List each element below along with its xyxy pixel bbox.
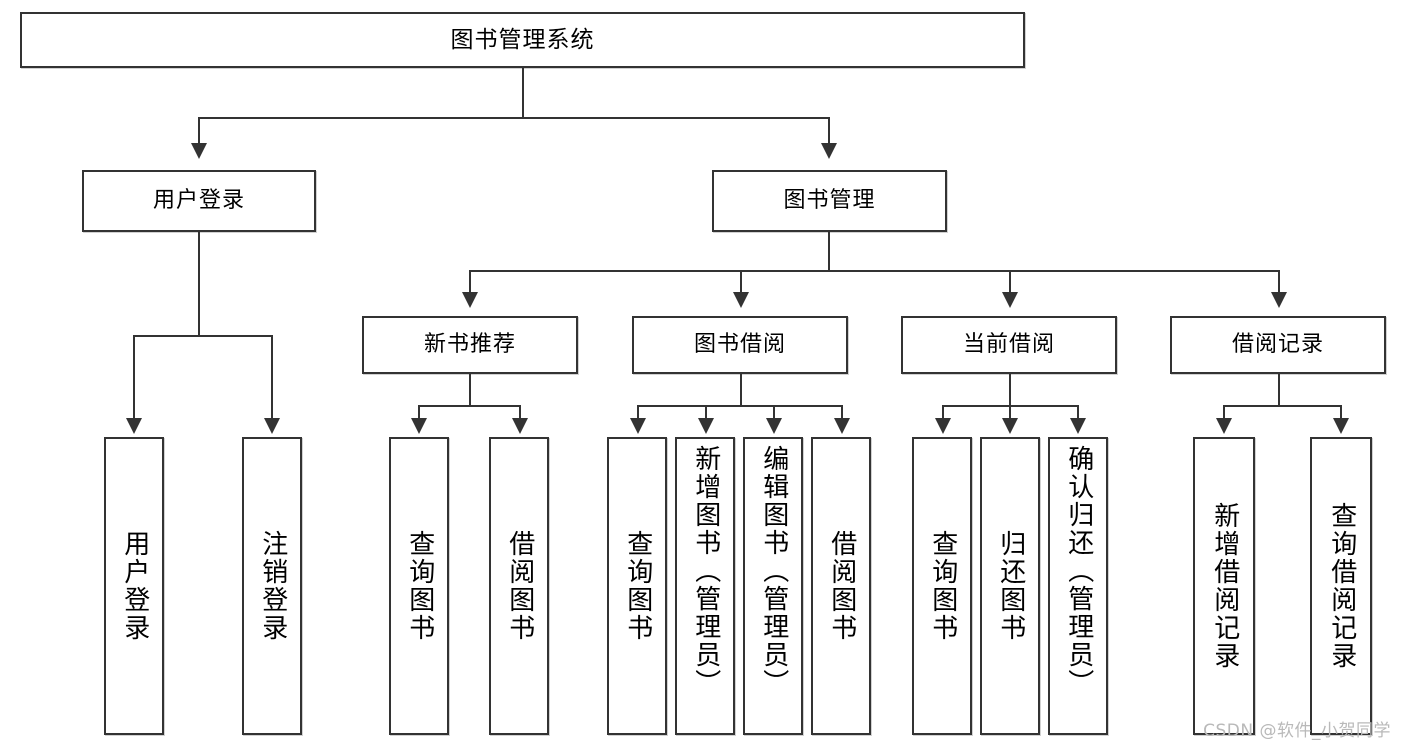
arrow-to-book-management [821, 143, 837, 159]
arrow-to-br-leaf-1 [1216, 418, 1232, 434]
leaf-bb-borrow-book[interactable]: 借阅图书 [811, 437, 871, 735]
connector-br-drop-1 [1223, 405, 1225, 421]
connector-user-login-bus [133, 335, 272, 337]
arrow-to-bb-leaf-2 [698, 418, 714, 434]
connector-root-bus [198, 117, 830, 119]
connector-bb-trunk [740, 374, 742, 406]
node-book-borrow[interactable]: 图书借阅 [632, 316, 848, 374]
leaf-label: 新增图书（管理员） [690, 445, 721, 697]
connector-cb-drop-2 [1009, 405, 1011, 421]
connector-nbr-drop-2 [519, 405, 521, 421]
leaf-user-login-logout[interactable]: 注销登录 [242, 437, 302, 735]
leaf-bb-edit-book-admin[interactable]: 编辑图书（管理员） [743, 437, 803, 735]
connector-root-drop-left [198, 117, 200, 147]
leaf-label: 借阅图书 [826, 530, 857, 642]
connector-root-trunk [522, 68, 524, 118]
arrow-to-user-login-leaf-1 [126, 418, 142, 434]
leaf-nbr-borrow-book[interactable]: 借阅图书 [489, 437, 549, 735]
leaf-cb-return-book[interactable]: 归还图书 [980, 437, 1040, 735]
connector-bm-drop-3 [1009, 270, 1011, 295]
node-user-login[interactable]: 用户登录 [82, 170, 316, 232]
arrow-to-br-leaf-2 [1333, 418, 1349, 434]
arrow-to-new-book-recommend [462, 292, 478, 308]
leaf-label: 归还图书 [995, 530, 1026, 642]
leaf-label: 借阅图书 [504, 530, 535, 642]
leaf-cb-confirm-return-admin[interactable]: 确认归还（管理员） [1048, 437, 1108, 735]
leaf-bb-add-book-admin[interactable]: 新增图书（管理员） [675, 437, 735, 735]
node-label: 用户登录 [152, 188, 245, 213]
leaf-br-add-record[interactable]: 新增借阅记录 [1193, 437, 1255, 735]
node-label: 图书管理 [783, 188, 876, 213]
leaf-label: 确认归还（管理员） [1063, 445, 1094, 697]
arrow-to-user-login-leaf-2 [264, 418, 280, 434]
arrow-to-cb-leaf-1 [935, 418, 951, 434]
arrow-to-nbr-leaf-2 [512, 418, 528, 434]
arrow-to-nbr-leaf-1 [411, 418, 427, 434]
arrow-to-current-borrow [1002, 292, 1018, 308]
connector-bb-drop-4 [841, 405, 843, 421]
leaf-label: 查询图书 [927, 530, 958, 642]
arrow-to-borrow-record [1271, 292, 1287, 308]
connector-cb-drop-3 [1077, 405, 1079, 421]
leaf-label: 注销登录 [257, 530, 288, 642]
connector-user-login-trunk [198, 232, 200, 336]
connector-book-management-trunk [828, 232, 830, 272]
arrow-to-user-login [191, 143, 207, 159]
leaf-bb-query-book[interactable]: 查询图书 [607, 437, 667, 735]
arrow-to-bb-leaf-1 [630, 418, 646, 434]
connector-nbr-trunk [469, 374, 471, 406]
connector-br-bus [1223, 405, 1341, 407]
connector-bm-drop-2 [740, 270, 742, 295]
leaf-label: 编辑图书（管理员） [758, 445, 789, 697]
connector-cb-trunk [1009, 374, 1011, 406]
leaf-label: 新增借阅记录 [1209, 502, 1240, 670]
arrow-to-cb-leaf-2 [1002, 418, 1018, 434]
node-label: 图书管理系统 [450, 26, 595, 53]
connector-bm-drop-4 [1278, 270, 1280, 295]
node-book-management[interactable]: 图书管理 [712, 170, 947, 232]
csdn-watermark: CSDN @软件_小贺同学 [1203, 721, 1391, 741]
node-label: 当前借阅 [962, 332, 1055, 357]
connector-br-drop-2 [1340, 405, 1342, 421]
connector-user-login-drop-1 [133, 335, 135, 421]
leaf-label: 查询图书 [622, 530, 653, 642]
connector-bb-bus [637, 405, 843, 407]
leaf-label: 用户登录 [119, 530, 150, 642]
arrow-to-cb-leaf-3 [1070, 418, 1086, 434]
connector-nbr-drop-1 [418, 405, 420, 421]
arrow-to-bb-leaf-3 [766, 418, 782, 434]
arrow-to-book-borrow [733, 292, 749, 308]
node-new-book-recommend[interactable]: 新书推荐 [362, 316, 578, 374]
connector-bm-drop-1 [469, 270, 471, 295]
connector-br-trunk [1278, 374, 1280, 406]
leaf-label: 查询借阅记录 [1326, 502, 1357, 670]
connector-cb-drop-1 [942, 405, 944, 421]
node-current-borrow[interactable]: 当前借阅 [901, 316, 1117, 374]
leaf-label: 查询图书 [404, 530, 435, 642]
connector-nbr-bus [418, 405, 520, 407]
connector-book-management-bus [469, 270, 1280, 272]
connector-bb-drop-2 [705, 405, 707, 421]
node-label: 新书推荐 [423, 332, 516, 357]
connector-bb-drop-3 [773, 405, 775, 421]
connector-root-drop-right [828, 117, 830, 147]
node-root-library-system[interactable]: 图书管理系统 [20, 12, 1025, 68]
leaf-user-login-login[interactable]: 用户登录 [104, 437, 164, 735]
connector-bb-drop-1 [637, 405, 639, 421]
node-label: 图书借阅 [693, 332, 786, 357]
node-borrow-record[interactable]: 借阅记录 [1170, 316, 1386, 374]
leaf-cb-query-book[interactable]: 查询图书 [912, 437, 972, 735]
leaf-nbr-query-book[interactable]: 查询图书 [389, 437, 449, 735]
arrow-to-bb-leaf-4 [834, 418, 850, 434]
connector-user-login-drop-2 [271, 335, 273, 421]
node-label: 借阅记录 [1231, 332, 1324, 357]
leaf-br-query-record[interactable]: 查询借阅记录 [1310, 437, 1372, 735]
